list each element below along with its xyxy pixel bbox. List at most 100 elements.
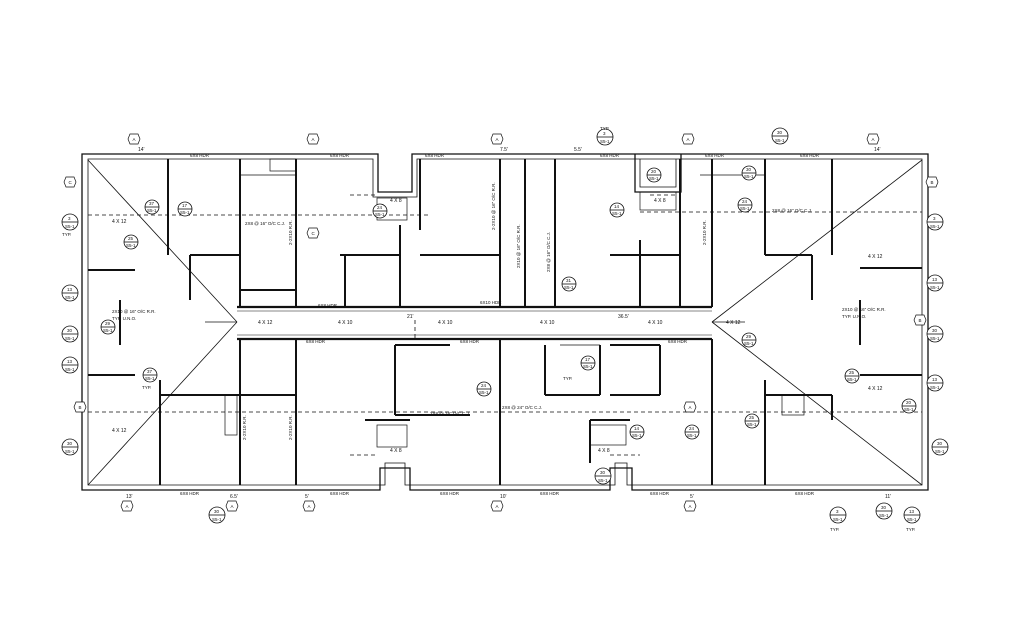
svg-text:S5-1: S5-1 bbox=[65, 336, 75, 341]
svg-text:S5-1: S5-1 bbox=[649, 176, 659, 181]
header-label: 6X8 HDR bbox=[306, 339, 326, 344]
svg-text:S5-1: S5-1 bbox=[747, 422, 757, 427]
svg-text:S5-1: S5-1 bbox=[930, 385, 940, 390]
grid-marker: B bbox=[73, 401, 87, 413]
dimension-label: 5.5' bbox=[574, 147, 582, 153]
joist-note: 2X10 @ 16" O/C R.R. bbox=[842, 307, 886, 312]
svg-text:30: 30 bbox=[67, 441, 73, 446]
svg-text:S5-1: S5-1 bbox=[145, 376, 155, 381]
header-label: 6X8 HDR bbox=[540, 491, 560, 496]
beam-label: 4 X 12 bbox=[112, 219, 127, 225]
joist-note: 2X8 @ 24" O/C C.J. bbox=[502, 405, 542, 410]
svg-text:31: 31 bbox=[566, 278, 572, 283]
grid-marker: A bbox=[306, 133, 320, 145]
grid-marker: A bbox=[866, 133, 880, 145]
dimension-label: 14' bbox=[138, 147, 145, 153]
svg-text:25: 25 bbox=[749, 415, 755, 420]
svg-text:C: C bbox=[312, 231, 316, 236]
svg-text:B: B bbox=[919, 318, 922, 323]
header-label: 6X8 HDR bbox=[425, 153, 445, 158]
svg-text:S5-1: S5-1 bbox=[744, 174, 754, 179]
beam-label: 4 X 10 bbox=[338, 320, 353, 326]
beam-label: 4 X 12 bbox=[726, 320, 741, 326]
joist-note: 2X8 @ 16" O/C C.J. bbox=[245, 221, 285, 226]
joist-note: 2-2X10 R.R. bbox=[242, 415, 247, 440]
grid-marker: C bbox=[63, 176, 77, 188]
header-label: 6X8 HDR bbox=[460, 339, 480, 344]
svg-text:A: A bbox=[308, 504, 311, 509]
header-label: 6X8 HDR bbox=[795, 491, 815, 496]
svg-text:14: 14 bbox=[634, 426, 640, 431]
header-label: 6X8 HDR bbox=[800, 153, 820, 158]
beam-label: 4 X 8 bbox=[598, 448, 610, 454]
header-label: 6X8 HDR bbox=[318, 303, 338, 308]
svg-text:30: 30 bbox=[881, 505, 887, 510]
beam-label: 4 X 10 bbox=[540, 320, 555, 326]
header-labels: 6X8 HDR 6X8 HDR 6X8 HDR 6X8 HDR 6X8 HDR … bbox=[180, 153, 820, 496]
joist-note: 2X8 @ 16" O/C C.J. bbox=[430, 411, 470, 416]
svg-text:3: 3 bbox=[68, 216, 71, 221]
joist-note: TYP. U.N.O. bbox=[112, 316, 136, 321]
svg-text:30: 30 bbox=[932, 328, 938, 333]
detail-callout: 3S5-1 bbox=[829, 506, 847, 524]
svg-text:30: 30 bbox=[937, 441, 943, 446]
grid-marker: A bbox=[490, 500, 504, 512]
dimension-label: 6.5' bbox=[230, 494, 238, 500]
detail-callout: 3S5-1 bbox=[596, 128, 614, 146]
joist-note: 2-2X10 @ 16" O/C R.R. bbox=[491, 182, 496, 230]
svg-text:S5-1: S5-1 bbox=[126, 243, 136, 248]
svg-text:29: 29 bbox=[105, 321, 111, 326]
joist-note: 2-2X10 R.R. bbox=[702, 220, 707, 245]
svg-text:30: 30 bbox=[746, 167, 752, 172]
svg-text:A: A bbox=[687, 137, 690, 142]
svg-text:S5-1: S5-1 bbox=[180, 210, 190, 215]
header-label: 6X8 HDR bbox=[668, 339, 688, 344]
svg-text:S5-1: S5-1 bbox=[147, 208, 157, 213]
dimension-label: 5' bbox=[305, 494, 309, 500]
svg-text:S5-1: S5-1 bbox=[65, 295, 75, 300]
joist-notes: 2X10 @ 16" O/C R.R. TYP. U.N.O. 2X8 @ 16… bbox=[112, 182, 886, 440]
grid-marker: A bbox=[127, 133, 141, 145]
typ-note: TYP. bbox=[142, 385, 151, 390]
svg-text:24: 24 bbox=[377, 205, 383, 210]
svg-text:S5-1: S5-1 bbox=[847, 377, 857, 382]
svg-text:S5-1: S5-1 bbox=[65, 224, 75, 229]
typ-note: TYP. bbox=[62, 232, 71, 237]
svg-text:S5-1: S5-1 bbox=[907, 517, 917, 522]
typ-note: TYP. bbox=[600, 126, 609, 131]
svg-text:3: 3 bbox=[933, 216, 936, 221]
svg-text:A: A bbox=[689, 405, 692, 410]
header-label: 6X8 HDR bbox=[650, 491, 670, 496]
detail-callout: 3S5-1 bbox=[926, 213, 944, 231]
joist-note: 2-2X10 R.R. bbox=[288, 415, 293, 440]
grid-marker: A bbox=[225, 500, 239, 512]
central-corridor bbox=[237, 305, 712, 341]
svg-text:S5-1: S5-1 bbox=[930, 336, 940, 341]
svg-text:S5-1: S5-1 bbox=[612, 211, 622, 216]
svg-text:13: 13 bbox=[909, 509, 915, 514]
detail-callout: 3S5-1 bbox=[61, 213, 79, 231]
svg-text:24: 24 bbox=[689, 426, 695, 431]
grid-marker: C bbox=[306, 227, 320, 239]
typ-notes: TYP. TYP. TYP. TYP. TYP. TYP. bbox=[62, 126, 915, 532]
